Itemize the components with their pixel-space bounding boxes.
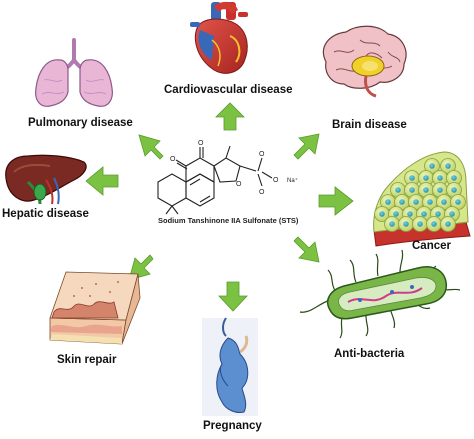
oxygen-label-1: O <box>198 140 204 147</box>
cancer-cell-nucleus <box>421 211 427 217</box>
cancer-cell-nucleus <box>435 211 441 217</box>
sts-atom-labels: O O O O O O Na⁺ <box>170 140 298 196</box>
cancer-cell-nucleus <box>451 187 457 193</box>
cancer-cell-nucleus <box>451 175 457 181</box>
cancer-cell-nucleus <box>399 199 405 205</box>
pregnant-woman-icon <box>202 317 258 416</box>
oxygen-label-5: O <box>259 189 265 196</box>
cancer-cell-nucleus <box>385 199 391 205</box>
sts-molecule-structure <box>157 145 273 215</box>
sodium-label: Na⁺ <box>287 177 298 184</box>
arrows <box>85 102 354 312</box>
cancer-cell-nucleus <box>409 187 415 193</box>
oxygen-label-6: O <box>273 177 279 184</box>
cancer-cells-icon <box>373 151 471 247</box>
oxygen-label-3: O <box>236 181 242 188</box>
cancer-cell-nucleus <box>423 175 429 181</box>
oxygen-label-2: O <box>170 156 176 163</box>
cancer-cell-nucleus <box>393 211 399 217</box>
cancer-cell-nucleus <box>413 199 419 205</box>
cancer-cell-nucleus <box>407 211 413 217</box>
cancer-cell-nucleus <box>417 221 423 227</box>
arrow-to-antibacteria <box>293 236 320 263</box>
cancer-cell-nucleus <box>395 187 401 193</box>
label-skin: Skin repair <box>57 354 117 366</box>
cancer-cell-nucleus <box>455 199 461 205</box>
label-pulmonary: Pulmonary disease <box>28 117 133 129</box>
cancer-cell-nucleus <box>449 211 455 217</box>
cancer-cell-nucleus <box>403 221 409 227</box>
label-cancer: Cancer <box>412 240 451 252</box>
arrow-to-cardiovascular <box>215 102 245 131</box>
label-brain: Brain disease <box>332 119 407 131</box>
label-hepatic: Hepatic disease <box>2 208 89 220</box>
label-pregnancy: Pregnancy <box>203 420 262 432</box>
arrow-to-brain <box>293 133 320 160</box>
label-cardiovascular: Cardiovascular disease <box>164 84 293 96</box>
arrow-to-pregnancy <box>218 281 248 312</box>
cancer-cell-nucleus <box>441 199 447 205</box>
cancer-cell-nucleus <box>445 221 451 227</box>
skin-layers-icon <box>49 271 141 345</box>
heart-icon <box>190 1 248 74</box>
cancer-cell-nucleus <box>437 175 443 181</box>
cancer-cell-nucleus <box>423 187 429 193</box>
label-antibacteria: Anti-bacteria <box>334 348 405 360</box>
oxygen-label-4: O <box>259 151 265 158</box>
cancer-cell-nucleus <box>427 199 433 205</box>
compound-label: Sodium Tanshinone IIA Sulfonate (STS) <box>158 216 299 225</box>
cancer-cell-nucleus <box>437 187 443 193</box>
arrow-to-cancer <box>318 186 354 216</box>
liver-icon <box>5 154 87 205</box>
cancer-cell-nucleus <box>431 221 437 227</box>
cancer-cell-nucleus <box>379 211 385 217</box>
cancer-cell-nucleus <box>389 221 395 227</box>
arrow-to-pulmonary <box>138 134 164 160</box>
brain-icon <box>322 25 407 98</box>
bacterium-icon <box>299 249 461 339</box>
cancer-cell-nucleus <box>429 163 435 169</box>
arrow-to-hepatic <box>85 166 119 196</box>
cancer-cell-nucleus <box>409 175 415 181</box>
cancer-cell-cluster <box>374 158 466 232</box>
lungs-icon <box>35 38 113 107</box>
cancer-cell-nucleus <box>445 163 451 169</box>
